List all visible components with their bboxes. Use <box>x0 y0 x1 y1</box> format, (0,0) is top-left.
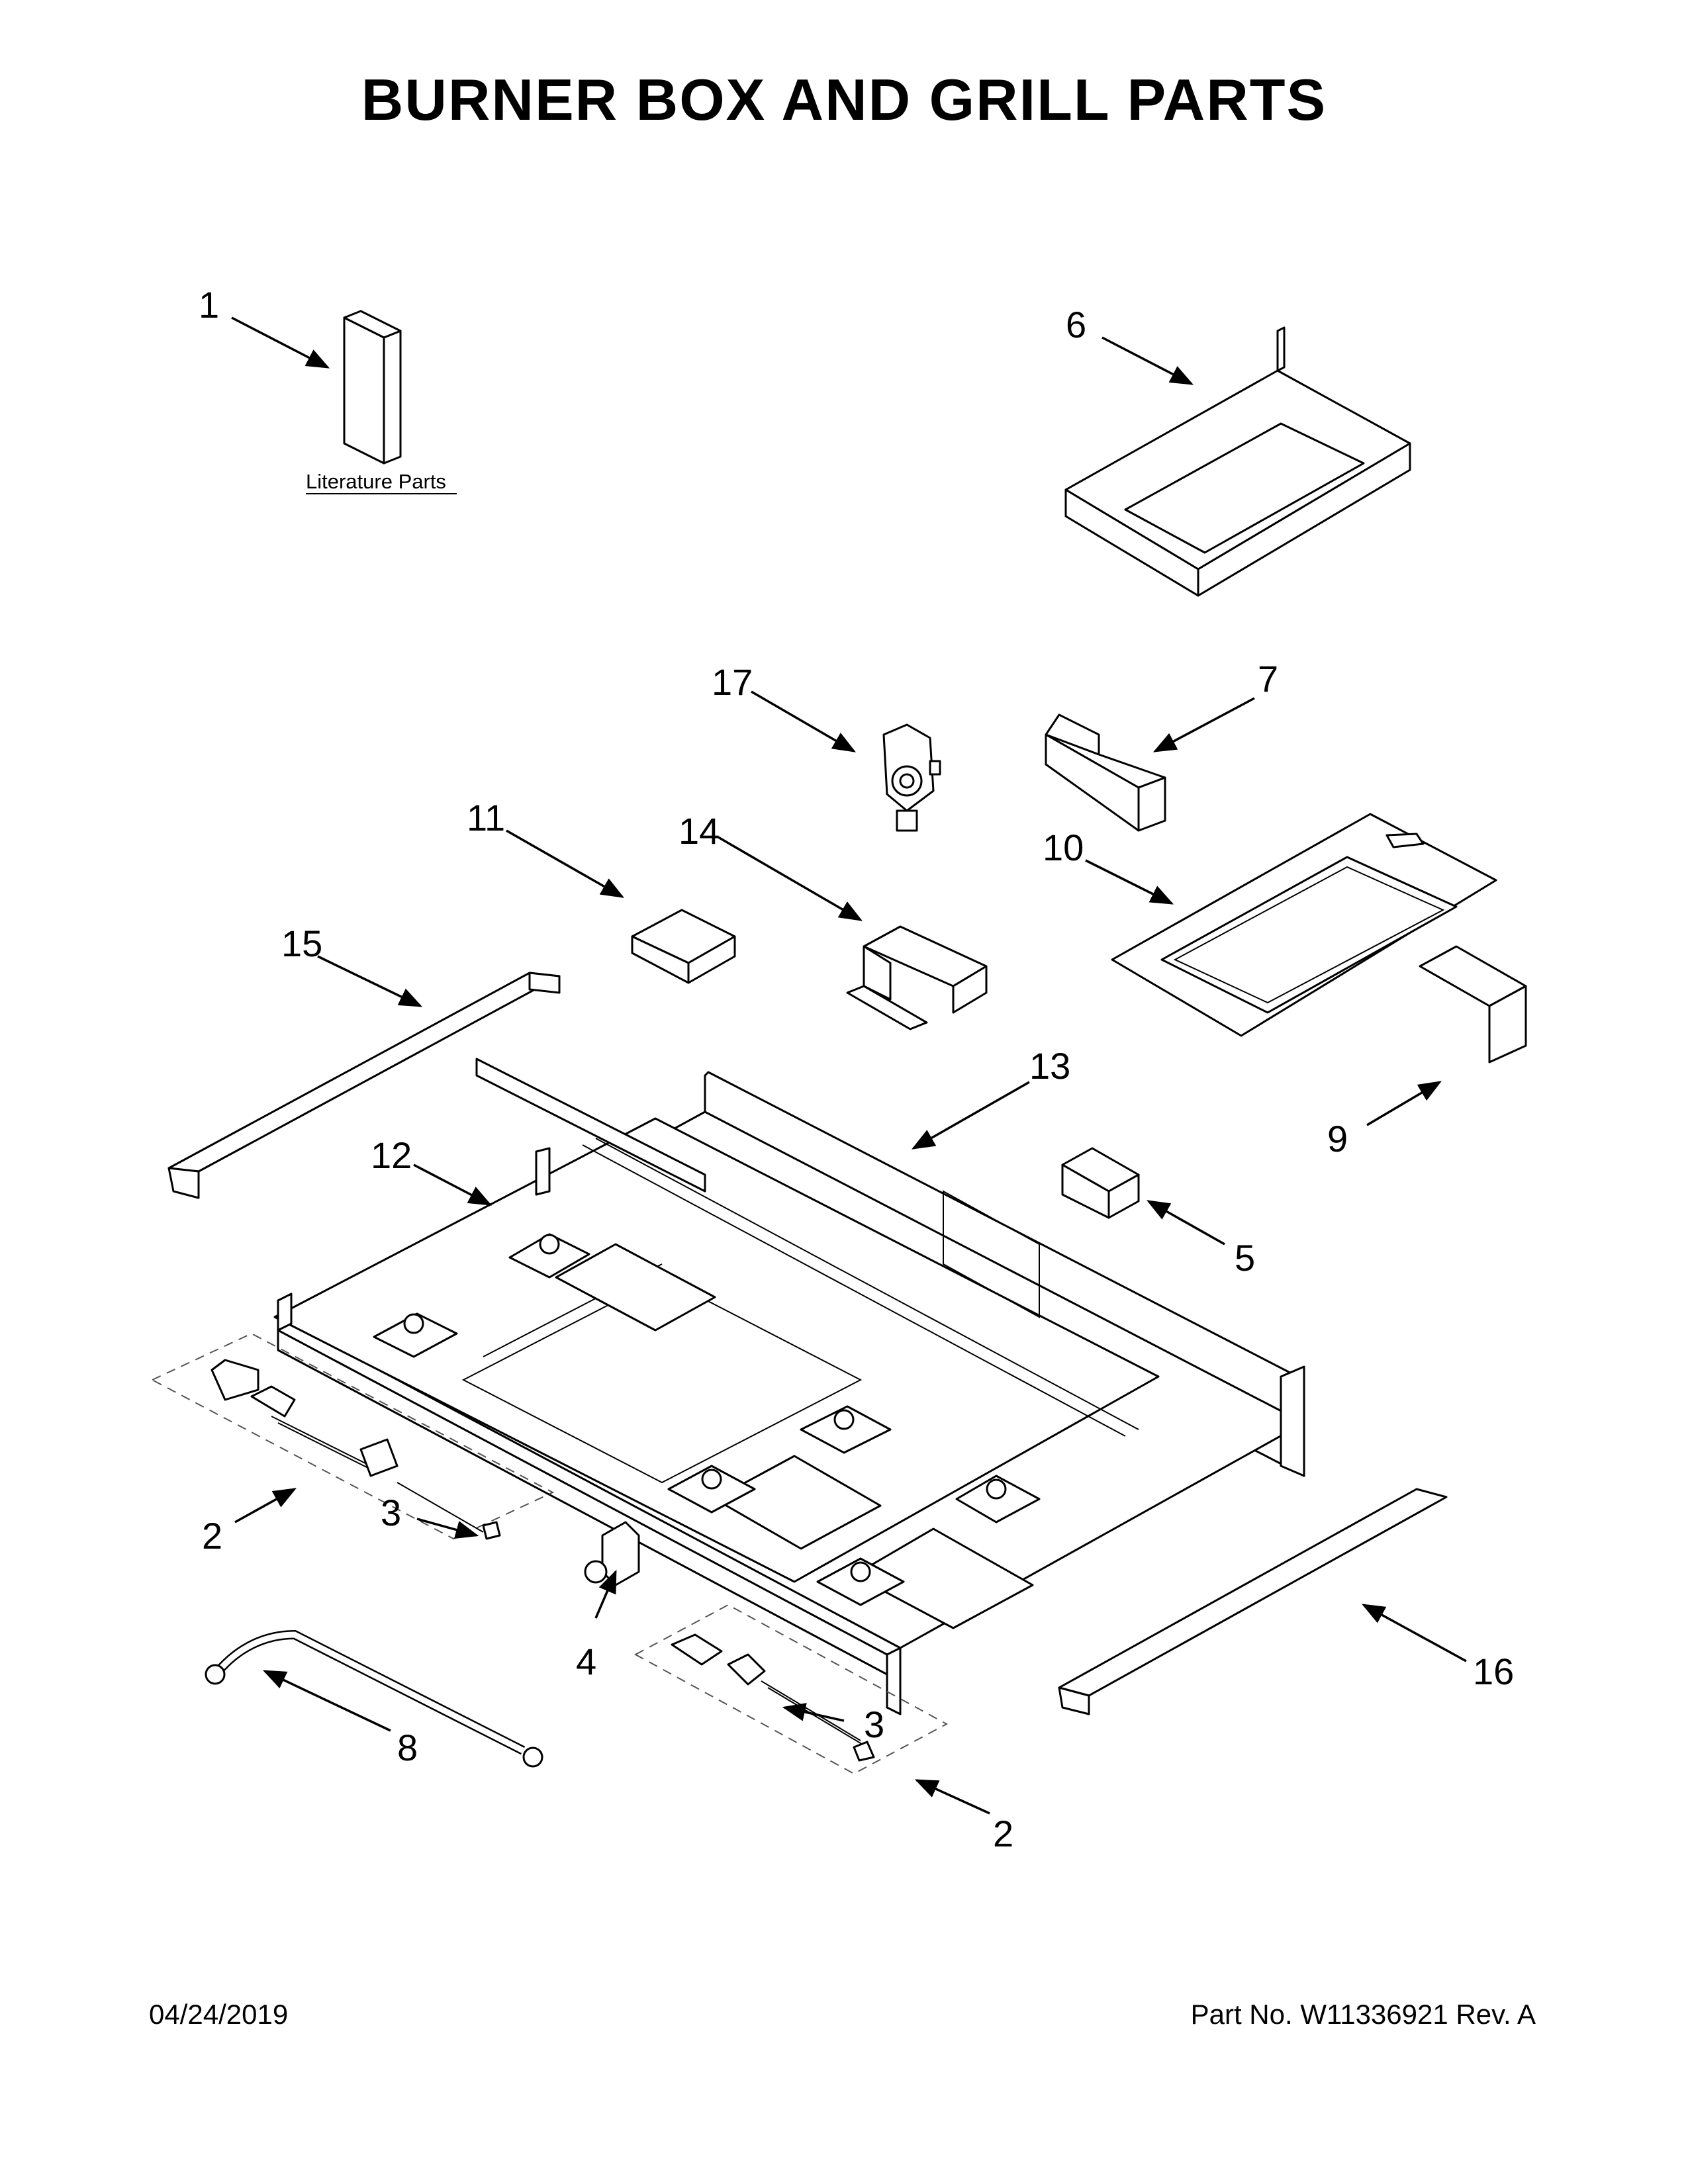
callout-9: 9 <box>1327 1118 1348 1160</box>
left-trim-bar <box>167 972 561 1199</box>
literature-parts-label: Literature Parts <box>306 470 446 493</box>
mounting-plate <box>631 909 736 984</box>
small-bracket <box>1419 945 1527 1064</box>
callout-2-right: 2 <box>993 1813 1013 1854</box>
callout-1: 1 <box>199 284 219 326</box>
grill-tray <box>1064 326 1411 597</box>
u-bracket <box>846 925 988 1030</box>
callout-3-right: 3 <box>864 1704 884 1745</box>
callout-15: 15 <box>281 923 322 964</box>
callout-5: 5 <box>1235 1237 1255 1279</box>
grill-drip-tray <box>1111 813 1497 1037</box>
callout-2-left: 2 <box>202 1515 222 1557</box>
manifold-assembly-right <box>633 1604 949 1775</box>
regulator-fitting <box>584 1521 640 1586</box>
callout-6: 6 <box>1066 304 1086 345</box>
callout-3-left: 3 <box>381 1492 401 1533</box>
literature-booklet <box>343 310 402 465</box>
callout-4: 4 <box>576 1641 596 1682</box>
grill-bracket <box>1045 713 1166 832</box>
right-trim-bar <box>1058 1488 1448 1715</box>
revision-date: 04/24/2019 <box>149 1999 289 2030</box>
igniter-module <box>1061 1147 1140 1219</box>
callout-16: 16 <box>1473 1651 1514 1692</box>
callout-14: 14 <box>679 810 720 852</box>
gas-valve <box>882 723 941 832</box>
callout-8: 8 <box>397 1727 418 1768</box>
part-number: Part No. W11336921 Rev. A <box>1190 1999 1536 2030</box>
burner-head-icons <box>403 1234 1007 1582</box>
callout-10: 10 <box>1043 827 1084 868</box>
callout-12: 12 <box>371 1134 412 1176</box>
gas-supply-tube <box>205 1629 543 1768</box>
manifold-assembly-left <box>150 1332 555 1540</box>
callout-11: 11 <box>467 797 505 839</box>
callout-13: 13 <box>1029 1045 1070 1087</box>
page-title: BURNER BOX AND GRILL PARTS <box>361 67 1327 132</box>
burner-box <box>273 1058 1305 1715</box>
callout-17: 17 <box>712 661 753 703</box>
callout-7: 7 <box>1258 658 1278 700</box>
